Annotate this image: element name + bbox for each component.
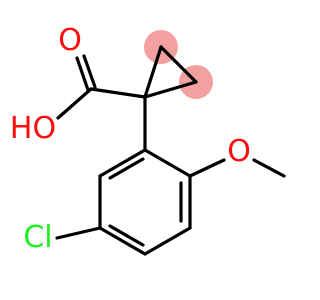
methoxy-oxygen-label: O: [227, 134, 251, 169]
bond-aromatic: [143, 148, 192, 178]
bond-cyclopropane: [143, 45, 163, 99]
bond-c-c-carboxyl: [89, 87, 147, 99]
bond-c-o-double: [75, 56, 90, 92]
bond-aryl-cl: [55, 226, 102, 240]
carbonyl-oxygen-label: O: [58, 23, 82, 58]
chemical-structure: O HO O Cl: [10, 23, 286, 256]
bond-c-o-double: [82, 54, 97, 89]
bond-c-oh: [56, 87, 93, 120]
bond-aryl-o: [188, 158, 226, 178]
bond-cyclopropane: [159, 45, 198, 84]
bond-aromatic: [98, 226, 147, 256]
chlorine-label: Cl: [23, 220, 52, 255]
bond-cyclopropane: [143, 80, 198, 99]
bond-aromatic-inner: [108, 224, 145, 247]
hydroxyl-label: HO: [10, 111, 56, 146]
bond-aromatic-inner: [108, 157, 145, 180]
bond-o-methyl: [252, 158, 286, 178]
bond-aromatic: [143, 226, 192, 256]
bond-aromatic: [98, 148, 147, 178]
